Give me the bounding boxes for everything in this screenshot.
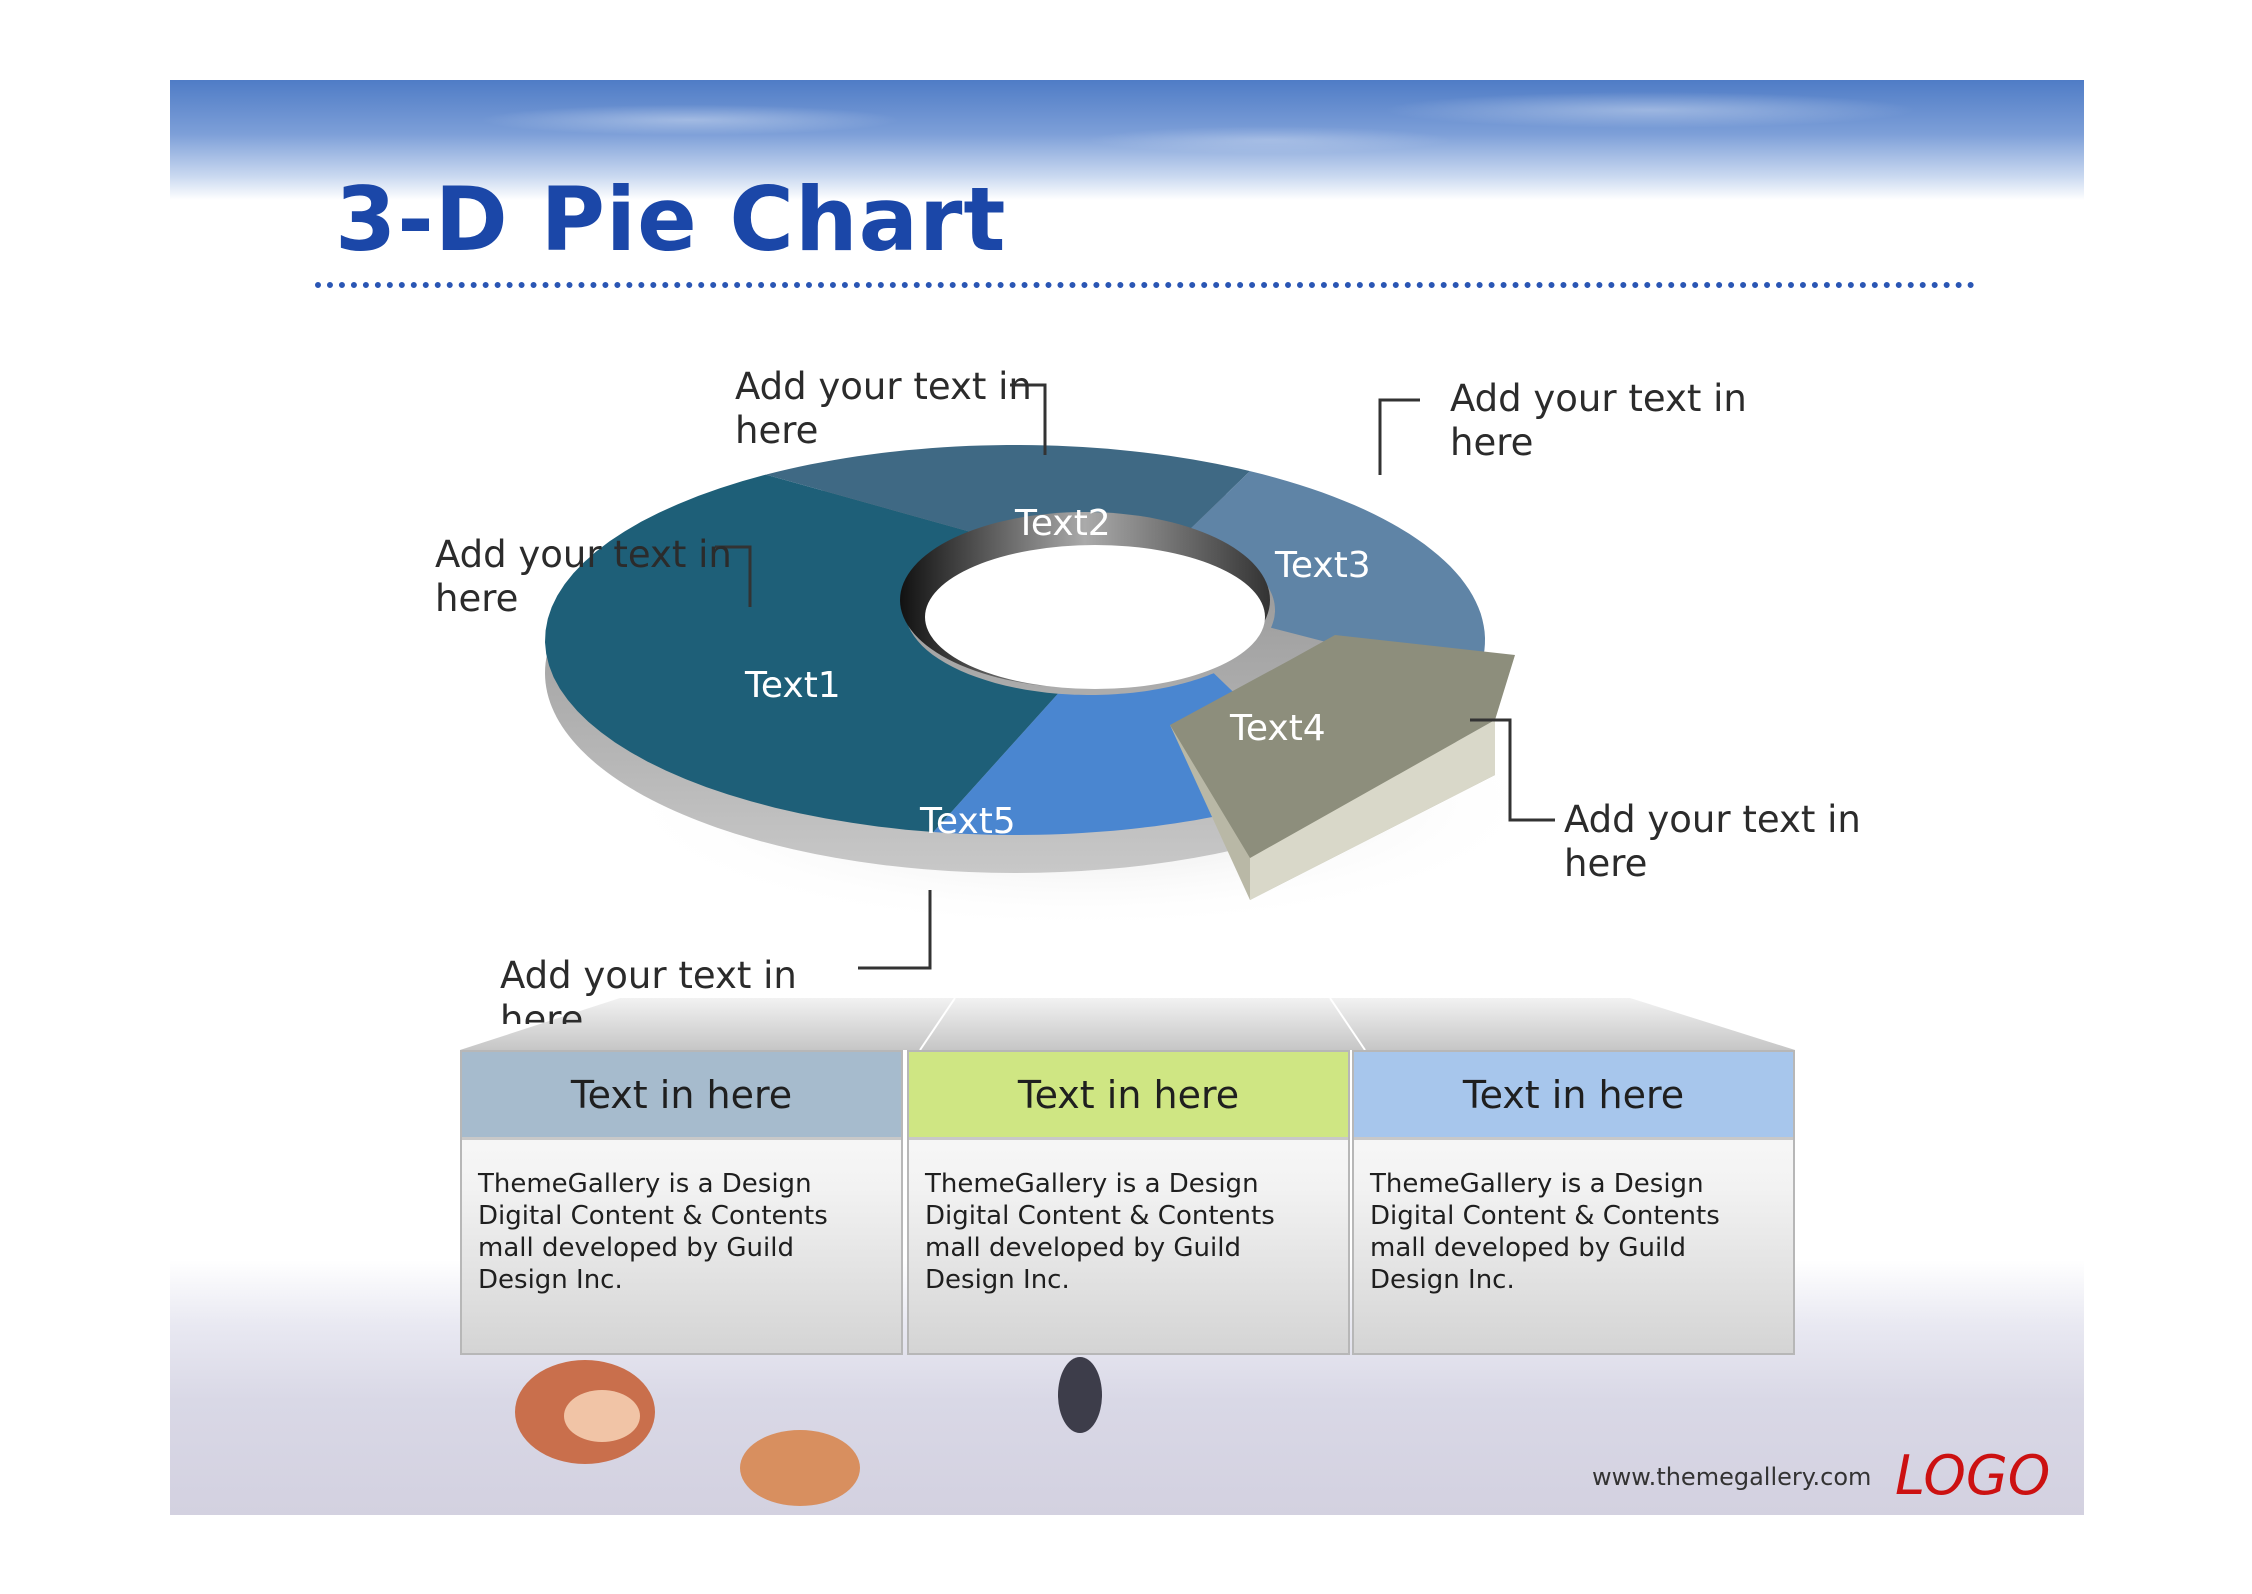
info-box-heading: Text in here <box>909 1052 1348 1140</box>
info-box-heading: Text in here <box>462 1052 901 1140</box>
callout-text5: Add your text in here <box>500 954 797 1024</box>
slide: 3-D Pie Chart <box>170 80 2084 1515</box>
footer-url: www.themegallery.com <box>1592 1463 1872 1491</box>
exploded-wedge <box>1170 635 1515 900</box>
callout-lines <box>715 383 1555 970</box>
info-box-heading: Text in here <box>1354 1052 1793 1140</box>
segment-label-text4: Text4 <box>1229 708 1326 749</box>
info-box-1: Text in here ThemeGallery is a Design Di… <box>460 1050 903 1355</box>
segment-label-text1: Text1 <box>744 665 841 706</box>
cloud-streaks <box>170 80 2084 200</box>
pie-chart: Text1 Text2 Text3 Text4 Text5 <box>460 383 1795 1051</box>
logo: LOGO <box>1895 1444 2051 1507</box>
info-box-body: ThemeGallery is a Design Digital Content… <box>1370 1169 1720 1295</box>
segment-label-text2: Text2 <box>1014 503 1111 544</box>
ring-hole <box>925 545 1265 689</box>
segment-label-text5: Text5 <box>919 801 1016 842</box>
shell-decoration <box>515 1357 1102 1506</box>
slide-title: 3-D Pie Chart <box>335 168 1007 271</box>
info-box-3: Text in here ThemeGallery is a Design Di… <box>1352 1050 1795 1355</box>
box-top-bevel <box>460 997 1795 1051</box>
callout-text4: Add your text in here <box>1564 798 1861 885</box>
segment-label-text3: Text3 <box>1274 545 1371 586</box>
info-box-body: ThemeGallery is a Design Digital Content… <box>478 1169 828 1295</box>
callout-text2: Add your text in here <box>735 365 1032 452</box>
segment-text3 <box>1182 471 1485 681</box>
info-box-body: ThemeGallery is a Design Digital Content… <box>925 1169 1275 1295</box>
info-box-2: Text in here ThemeGallery is a Design Di… <box>907 1050 1350 1355</box>
callout-text3: Add your text in here <box>1450 377 1747 464</box>
callout-text1: Add your text in here <box>435 533 732 620</box>
title-divider <box>315 282 1975 288</box>
segment-text4 <box>1170 635 1515 858</box>
sky-banner <box>170 80 2084 200</box>
